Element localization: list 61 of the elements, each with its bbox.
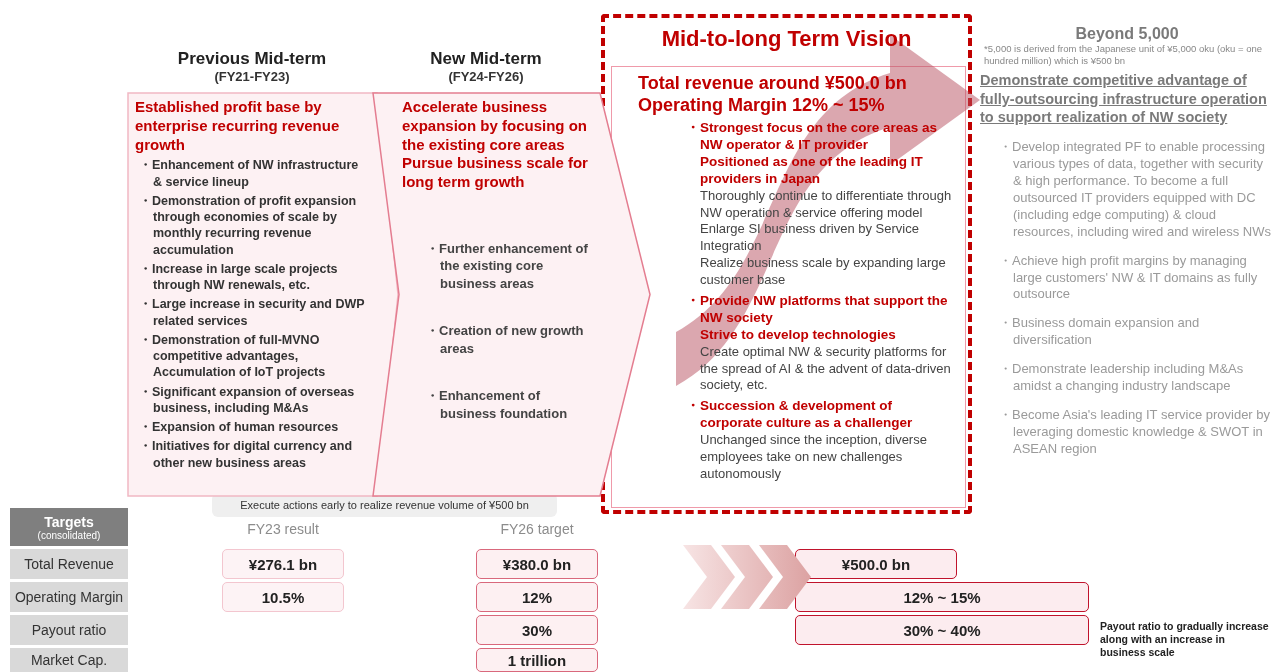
- value-box: 12% ~ 15%: [795, 582, 1089, 612]
- row-header: Operating Margin: [10, 582, 128, 612]
- value-box: ¥500.0 bn: [795, 549, 957, 579]
- bullet-text: ・Achieve high profit margins by managing large customers' NW & IT domains as fully outsource: [999, 252, 1259, 304]
- node-label: 30% ~ 40%: [903, 621, 981, 639]
- bullet-text: ・Expansion of human resources: [139, 419, 340, 436]
- bullet-text: ・Become Asia's leading IT service provider by leveraging domestic knowledge & SWOT in ASEAN region: [999, 406, 1272, 458]
- side-note: Payout ratio to gradually increase along with an increase in business scale: [1100, 620, 1270, 660]
- curved-arrow: [676, 35, 980, 386]
- theme-heading: Pursue business scale for long term growth: [402, 154, 589, 192]
- dashed-frame: [601, 14, 972, 514]
- bullet-text: ・Demonstrate leadership including M&As amidst a changing industry landscape: [999, 361, 1245, 395]
- bullet-text: ・Demonstration of profit expansion through economies of scale by monthly recurring revenue accumulation: [139, 192, 358, 258]
- value-box: ¥276.1 bn: [222, 549, 344, 579]
- target-heading: Operating Margin 12% ~ 15%: [638, 94, 886, 117]
- bullet-text: ・Enhancement of business foundation: [426, 387, 569, 423]
- row-header: Payout ratio: [10, 615, 128, 645]
- value-box: 12%: [476, 582, 598, 612]
- bullet-heading: ・Provide NW platforms that support the NW society: [686, 293, 949, 327]
- column-label: FY26 target: [499, 521, 575, 537]
- bullet-text: ・Large increase in security and DWP related services: [139, 296, 366, 329]
- bullet-text: ・Initiatives for digital currency and other new business areas: [139, 438, 354, 471]
- bullet-text: Enlarge SI business driven by Service Integration: [700, 221, 920, 256]
- value-box: 10.5%: [222, 582, 344, 612]
- bullet-heading: ・Strongest focus on the core areas as NW operator & IT provider: [686, 120, 939, 154]
- bullet-text: ・Demonstration of full-MVNO competitive advantages, Accumulation of IoT projects: [139, 331, 327, 381]
- row-header: Market Cap.: [10, 648, 128, 672]
- vision-title: Mid-to-long Term Vision: [660, 25, 913, 52]
- bullet-text: ・Creation of new growth areas: [426, 322, 585, 358]
- bullet-text: Unchanged since the inception, diverse employees take on new challenges autonomously: [700, 432, 928, 483]
- period-subheading: (FY24-FY26): [447, 69, 525, 84]
- theme-heading: Established profit base by enterprise recurring revenue growth: [135, 98, 341, 155]
- section-title: Beyond 5,000: [1074, 25, 1180, 43]
- table-subtitle: (consolidated): [37, 529, 101, 541]
- section-heading: Demonstrate competitive advantage of fully-outsourcing infrastructure operation to support realization of NW society: [980, 70, 1268, 128]
- value-box: 30%: [476, 615, 598, 645]
- bullet-heading: Positioned as one of the leading IT providers in Japan: [700, 153, 924, 188]
- theme-heading: Accelerate business expansion by focusing on the existing core areas: [402, 98, 589, 155]
- column-heading: Previous Mid-term: [176, 49, 328, 69]
- bullet-text: ・Enhancement of NW infrastructure & service lineup: [139, 157, 360, 190]
- footnote: *5,000 is derived from the Japanese unit of ¥5,000 oku (oku = one hundred million) which is ¥500 bn: [983, 43, 1264, 67]
- value-box: ¥380.0 bn: [476, 549, 598, 579]
- column-heading: New Mid-term: [429, 49, 543, 69]
- bullet-heading: ・Succession & development of corporate culture as a challenger: [686, 398, 914, 433]
- bullet-text: ・Develop integrated PF to enable processing various types of data, together with security & high performance. To become a full outsourced IT providers equipped with DC (including edge computing) & cloud resources, including wired and wireless NWs: [999, 139, 1272, 241]
- bullet-text: Realize business scale by expanding large customer base: [700, 255, 947, 290]
- bullet-text: ・Business domain expansion and diversification: [999, 315, 1201, 350]
- period-subheading: (FY21-FY23): [213, 69, 291, 84]
- vision-panel: [611, 66, 966, 508]
- bullet-text: Create optimal NW & security platforms for the spread of AI & the advent of data-driven society, etc.: [700, 343, 952, 395]
- bullet-text: ・Significant expansion of overseas business, including M&As: [139, 383, 356, 416]
- chevron-arrow: [683, 545, 811, 609]
- bullet-text: ・Increase in large scale projects through NW renewals, etc.: [139, 260, 339, 294]
- row-header: Total Revenue: [10, 549, 128, 579]
- bullet-heading: Strive to develop technologies: [700, 326, 897, 344]
- value-box: 1 trillion: [476, 648, 598, 672]
- column-label: FY23 result: [246, 521, 320, 537]
- table-header-background: [10, 508, 128, 546]
- bullet-text: ・Further enhancement of the existing core business areas: [426, 239, 589, 293]
- table-title: Targets: [44, 513, 94, 530]
- target-heading: Total revenue around ¥500.0 bn: [638, 73, 908, 95]
